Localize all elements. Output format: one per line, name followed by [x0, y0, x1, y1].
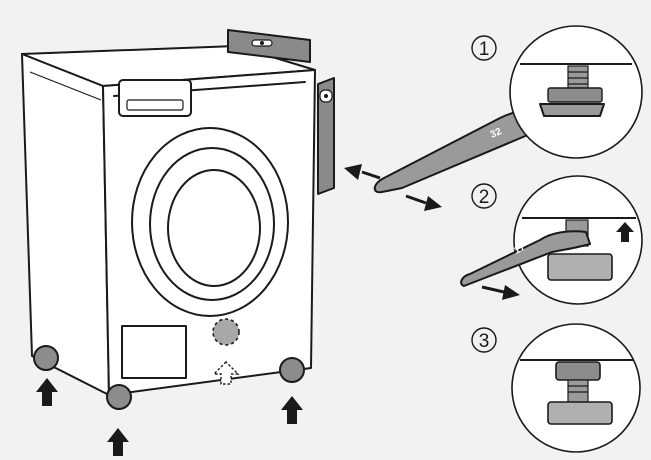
dashed-up-arrow-icon — [212, 361, 240, 385]
step-3-label: 3 — [479, 331, 490, 352]
side-spirit-level-icon — [317, 77, 335, 195]
wrench-small-size-label: 17 — [512, 242, 527, 257]
step-1-marker — [471, 35, 497, 61]
step-2-marker — [471, 183, 497, 209]
step-3-marker — [471, 327, 497, 353]
step-1-label: 1 — [479, 39, 490, 60]
step-2-detail: 2 17 — [460, 175, 643, 305]
up-arrow-icon — [36, 378, 303, 456]
spirit-level-icon — [227, 29, 311, 63]
step-1-detail: 1 — [471, 25, 643, 159]
machine-side — [21, 53, 110, 396]
center-foot-dashed — [212, 318, 240, 346]
foot-left-back — [33, 345, 59, 371]
wrench-size-label: 32 — [489, 126, 504, 141]
service-panel — [121, 325, 187, 379]
door-glass — [167, 169, 261, 287]
foot-right-front — [279, 357, 305, 383]
step-3-detail: 3 — [471, 323, 641, 453]
step-2-label: 2 — [479, 187, 490, 208]
double-arrow-icon — [344, 164, 520, 300]
foot-left-front — [106, 384, 132, 410]
washing-machine — [21, 45, 316, 410]
step-2-up-arrow-icon — [616, 222, 634, 242]
